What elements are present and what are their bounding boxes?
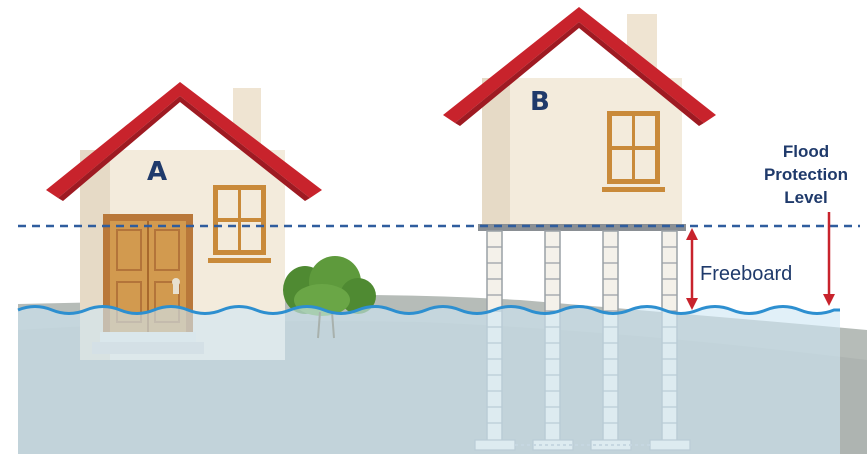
- flood-water: [18, 306, 840, 454]
- house-b-beam: [478, 224, 686, 231]
- house-b-label: B: [530, 87, 550, 117]
- flood-protection-label-line1: Flood: [783, 142, 829, 161]
- freeboard-arrow: [686, 228, 698, 310]
- water-surface-line: [17, 305, 840, 315]
- flood-protection-label-line2: Protection: [764, 165, 848, 184]
- flood-protection-label-line3: Level: [784, 188, 827, 207]
- flood-protection-arrow: [823, 212, 835, 306]
- freeboard-label: Freeboard: [700, 263, 792, 285]
- window-icon: [602, 111, 665, 192]
- window-icon: [208, 185, 271, 263]
- house-a-label: A: [147, 157, 167, 187]
